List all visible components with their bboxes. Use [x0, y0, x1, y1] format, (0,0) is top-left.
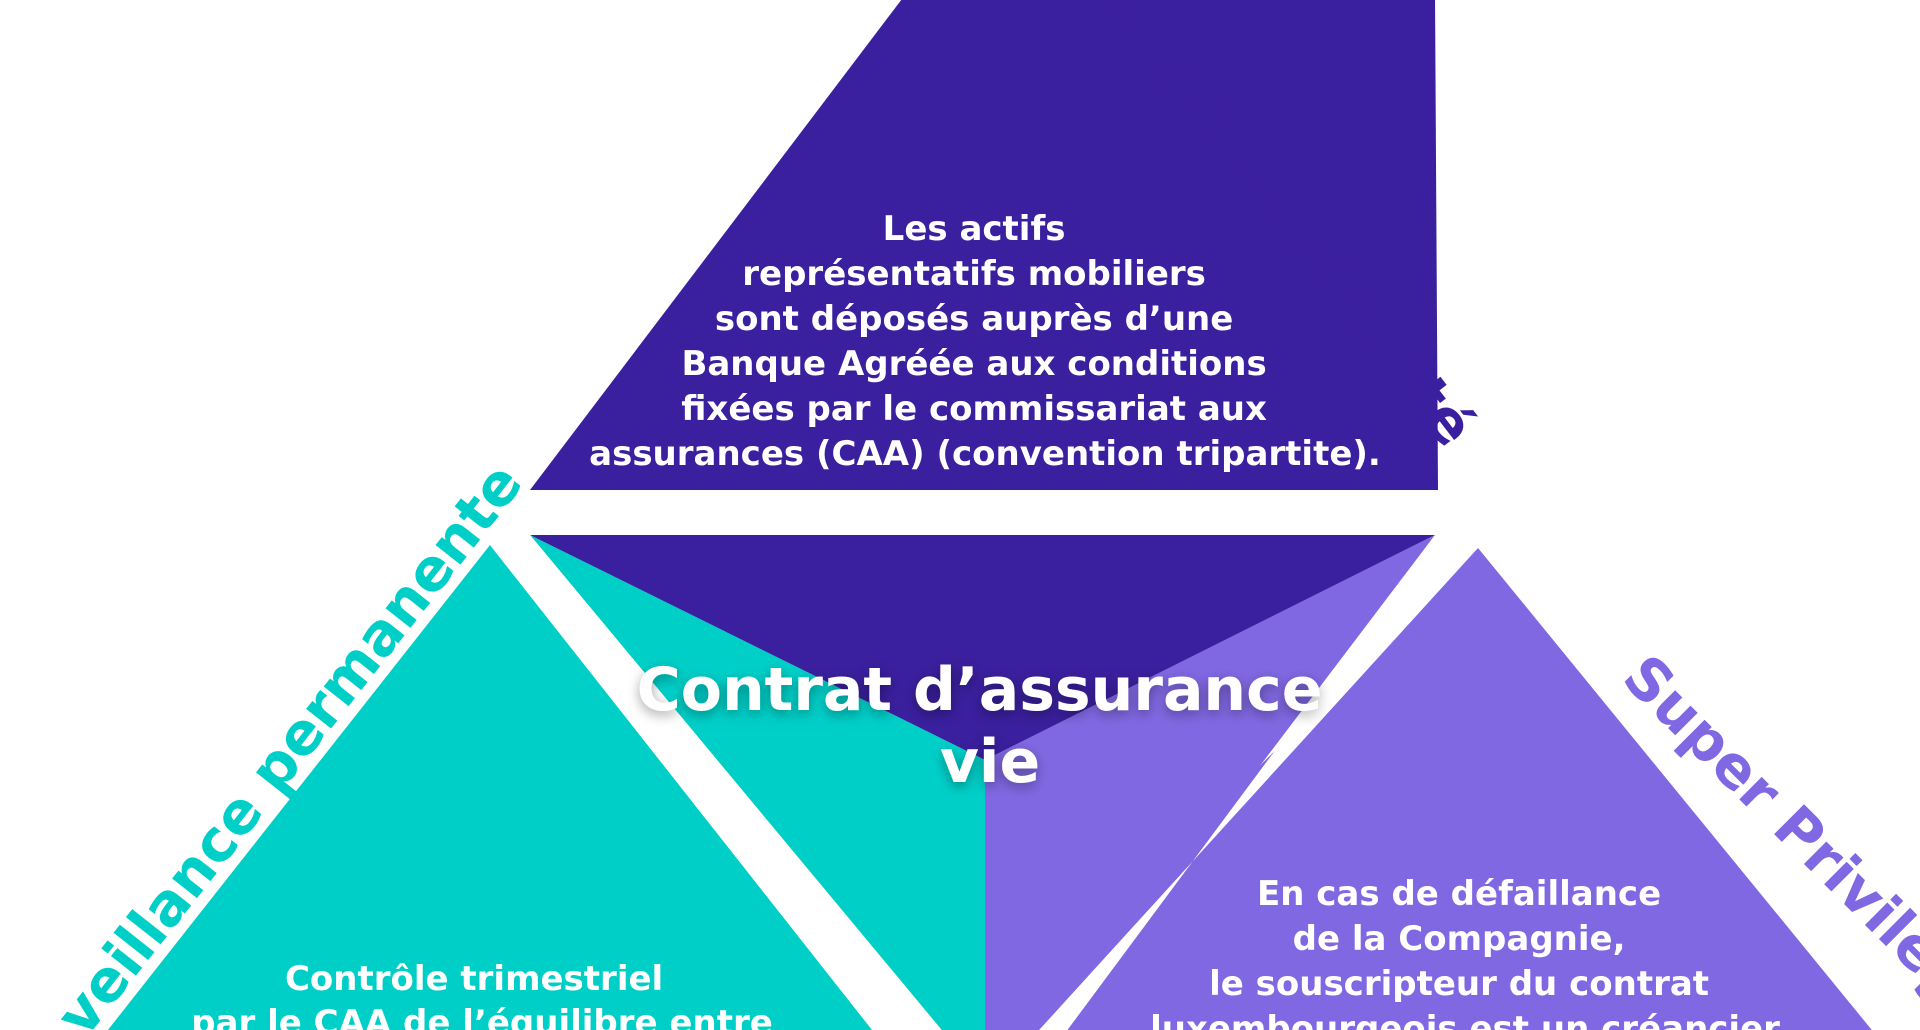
right-triangle	[995, 548, 1872, 1030]
right-text-line-1: En cas de défaillance	[1257, 874, 1661, 914]
top-text-line-3: sont déposés auprès d’une	[715, 299, 1233, 339]
right-text-line-3: le souscripteur du contrat	[1209, 964, 1709, 1004]
top-text-line-5: fixées par le commissariat aux	[681, 389, 1267, 429]
left-triangle-text: Contrôle trimestriel par le CAA de l’équ…	[191, 959, 773, 1030]
top-text-line-6: assurances (CAA) (convention tripartite)…	[589, 434, 1381, 474]
left-text-line-1: Contrôle trimestriel	[285, 959, 663, 999]
center-title: Contrat d’assurance vie	[637, 655, 1344, 797]
center-title-line-2: vie	[940, 727, 1040, 797]
top-text-line-1: Les actifs	[883, 209, 1066, 249]
left-text-line-2: par le CAA de l’équilibre entre	[191, 1003, 773, 1030]
center-top-section	[530, 535, 1435, 760]
center-right-section	[985, 535, 1435, 1030]
top-text-line-4: Banque Agréée aux conditions	[681, 344, 1266, 384]
right-triangle-text: En cas de défaillance de la Compagnie, l…	[1150, 874, 1780, 1030]
center-left-section	[530, 535, 985, 1030]
gap-left	[490, 535, 942, 1030]
right-text-line-4: luxembourgeois est un créancier	[1150, 1009, 1780, 1030]
center-title-line-1: Contrat d’assurance	[637, 655, 1323, 725]
top-triangle	[530, 0, 1438, 490]
gap-right	[1039, 535, 1478, 1030]
top-triangle-text: Les actifs représentatifs mobiliers sont…	[589, 209, 1381, 474]
top-text-line-2: représentatifs mobiliers	[742, 254, 1206, 294]
right-text-line-2: de la Compagnie,	[1293, 919, 1626, 959]
left-triangle	[107, 545, 873, 1030]
